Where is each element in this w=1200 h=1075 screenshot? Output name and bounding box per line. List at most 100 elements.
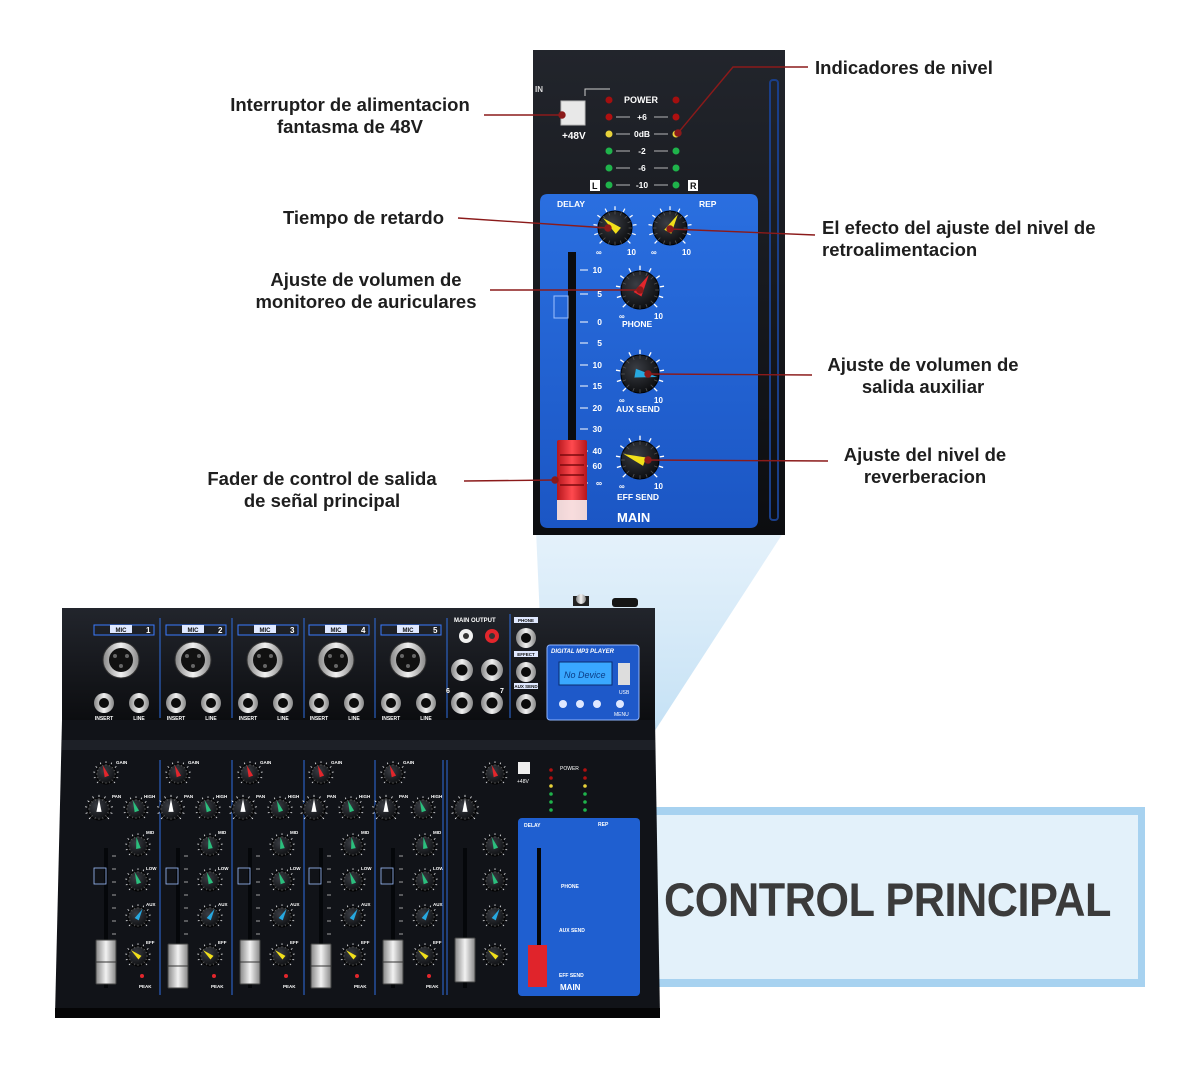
stereo-pan-knob[interactable] [451, 794, 479, 821]
knob-tick [488, 762, 491, 765]
knob-ridge [645, 303, 648, 308]
peak-led [284, 974, 288, 978]
knob-ridge [212, 888, 215, 891]
knob-tick [322, 817, 325, 820]
main-fader-cap[interactable] [557, 440, 587, 520]
pan-knob[interactable] [372, 794, 400, 821]
pan-knob[interactable] [85, 794, 113, 821]
stereo-gain-knob[interactable] [482, 761, 508, 785]
gain-knob[interactable] [165, 761, 191, 785]
gain-knob[interactable] [93, 761, 119, 785]
knob-tick [272, 888, 275, 891]
mp3-prev-button[interactable] [559, 700, 567, 708]
eff-label: EFF [290, 940, 299, 945]
high-label: HIGH [359, 794, 370, 799]
right-tag: R [690, 181, 697, 191]
knob-tick [414, 873, 417, 875]
knob-tick [346, 905, 349, 908]
knob-tick [482, 959, 485, 961]
knob-tick [146, 909, 149, 911]
low-knob[interactable] [412, 868, 438, 892]
usb-port[interactable] [618, 663, 630, 685]
mid-knob[interactable] [197, 833, 223, 857]
mp3-play-button[interactable] [576, 700, 584, 708]
knob-tick [616, 379, 622, 383]
mid-knob[interactable] [340, 833, 366, 857]
knob-ridge [502, 776, 505, 779]
eff-knob[interactable] [412, 943, 438, 967]
knob-tick [290, 909, 293, 911]
callout-headphone-volume-line1: Ajuste de volumen de [270, 269, 462, 290]
stereo-fader-cap[interactable] [454, 937, 476, 983]
level-led-left [605, 164, 613, 172]
low-knob[interactable] [125, 868, 151, 892]
knob-tick [290, 873, 293, 875]
knob-ridge [388, 764, 391, 767]
knob-ridge [202, 886, 205, 889]
knob-pointer [351, 836, 356, 849]
aux-knob[interactable] [125, 904, 151, 928]
low-knob[interactable] [269, 868, 295, 892]
high-knob[interactable] [267, 796, 293, 820]
eff-knob[interactable] [125, 943, 151, 967]
knob-tick [488, 944, 491, 947]
pan-knob[interactable] [157, 794, 185, 821]
high-knob[interactable] [195, 796, 221, 820]
knob-tick [659, 455, 665, 458]
gain-knob[interactable] [380, 761, 406, 785]
power-switch[interactable] [612, 598, 638, 607]
gain-knob[interactable] [237, 761, 263, 785]
stereo-high-knob[interactable] [482, 833, 508, 857]
aux-knob[interactable] [412, 904, 438, 928]
stereo-low-knob[interactable] [482, 868, 508, 892]
aux-knob[interactable] [197, 904, 223, 928]
high-knob[interactable] [123, 796, 149, 820]
knob-ridge [663, 212, 666, 216]
knob-ridge [385, 779, 388, 782]
pan-knob[interactable] [229, 794, 257, 821]
knob-ridge [418, 799, 421, 802]
stereo-aux-knob[interactable] [482, 904, 508, 928]
knob-ridge [360, 951, 363, 954]
knob-ridge [321, 804, 325, 807]
knob-ridge [140, 853, 143, 856]
knob-tick [269, 801, 272, 803]
mid-knob[interactable] [412, 833, 438, 857]
knob-ridge [217, 848, 220, 851]
mid-knob[interactable] [269, 833, 295, 857]
mini-48v-switch[interactable] [518, 762, 530, 774]
low-knob[interactable] [340, 868, 366, 892]
mp3-next-button[interactable] [593, 700, 601, 708]
mini-fader-track [537, 848, 541, 986]
knob-tick [142, 869, 145, 872]
stereo-eff-knob[interactable] [482, 943, 508, 967]
eff-knob[interactable] [197, 943, 223, 967]
knob-tick [631, 232, 636, 236]
high-knob[interactable] [338, 796, 364, 820]
high-knob[interactable] [410, 796, 436, 820]
phantom-48v-switch[interactable] [560, 100, 586, 126]
low-knob[interactable] [197, 868, 223, 892]
knob-pointer [274, 950, 286, 960]
mid-knob[interactable] [125, 833, 151, 857]
aux-knob[interactable] [340, 904, 366, 928]
pan-knob[interactable] [300, 794, 328, 821]
eff-knob[interactable] [269, 943, 295, 967]
eff-knob[interactable] [340, 943, 366, 967]
aux-knob[interactable] [269, 904, 295, 928]
knob-ridge [316, 816, 319, 820]
mp3-menu-button[interactable] [616, 700, 624, 708]
knob-ridge [215, 804, 218, 807]
knob-ridge [108, 764, 111, 767]
callout-main-fader: Fader de control de salida de señal prin… [172, 468, 472, 512]
knob-tick [203, 869, 206, 872]
eff-send-knob[interactable] [615, 435, 665, 480]
gain-knob[interactable] [308, 761, 334, 785]
knob-ridge [140, 888, 143, 891]
knob-tick [659, 285, 665, 288]
delay-knob[interactable] [593, 206, 637, 246]
insert-label: INSERT [167, 716, 185, 722]
channel-fader-track [176, 848, 180, 988]
mini-fader-cap[interactable] [528, 945, 547, 987]
knob-tick [146, 812, 149, 814]
